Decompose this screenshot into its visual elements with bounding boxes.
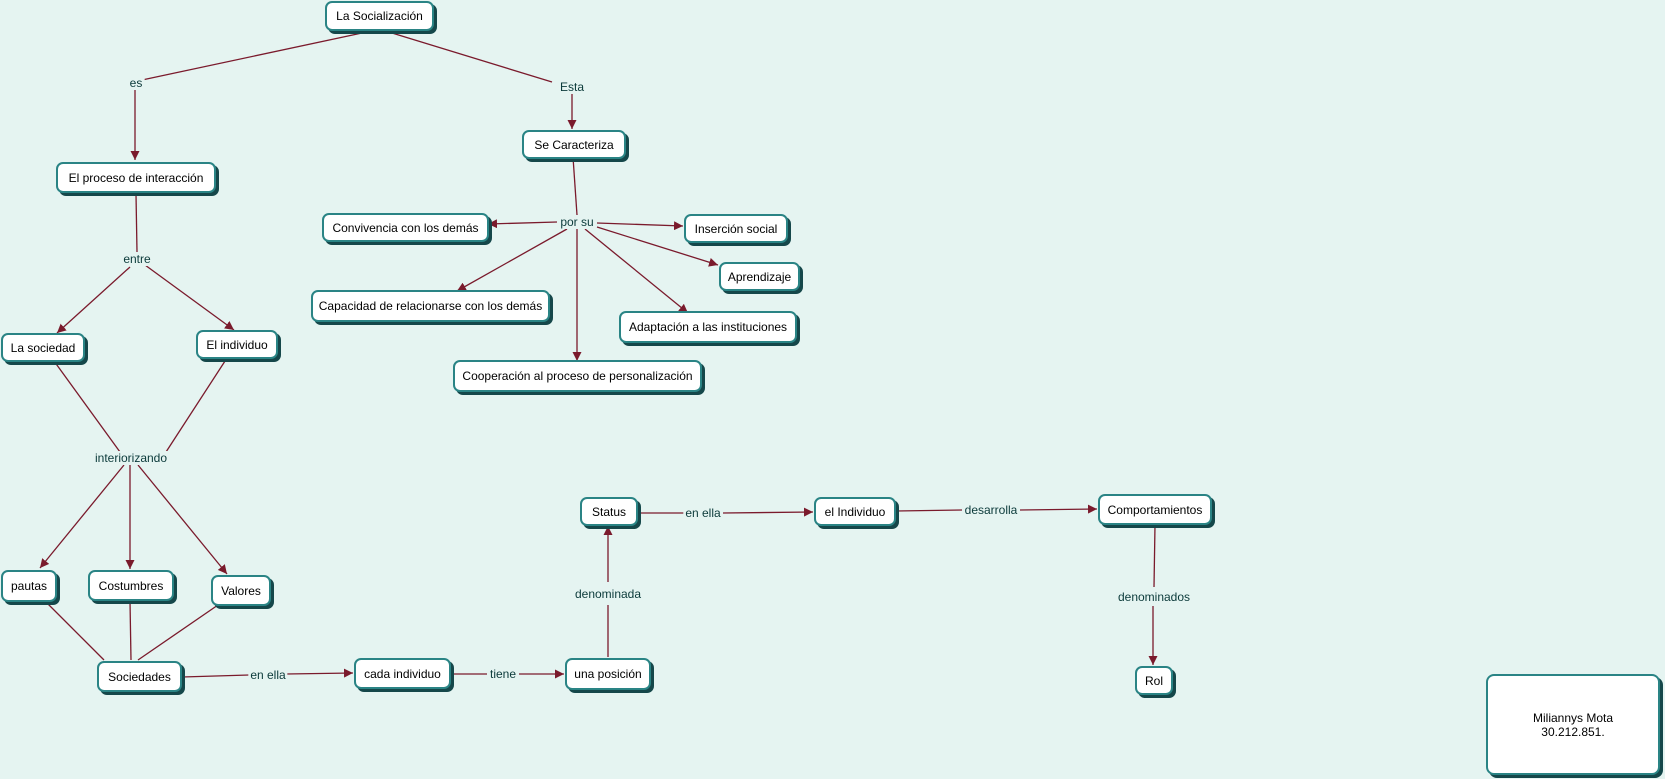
link-arrow [137,464,228,575]
concept-capacidad-de-relacionarse[interactable]: Capacidad de relacionarse con los demás [311,290,550,322]
concept-el-individuo-2[interactable]: el Individuo [814,497,896,526]
link-arrow [144,264,235,331]
concept-cooperacion[interactable]: Cooperación al proceso de personalizació… [453,360,702,392]
link-label-desarrolla[interactable]: desarrolla [962,503,1020,517]
author-name: Miliannys Mota [1532,710,1614,725]
link-label-entre[interactable]: entre [121,252,153,266]
link-line [391,32,553,83]
concept-pautas[interactable]: pautas [1,570,57,602]
concept-el-proceso-de-interaccion[interactable]: El proceso de interacción [56,162,216,193]
link-line [572,156,578,216]
concept-comportamientos[interactable]: Comportamientos [1098,494,1212,525]
concept-convivencia[interactable]: Convivencia con los demás [322,213,489,242]
link-line [44,600,105,661]
link-arrow [456,228,568,292]
concept-el-individuo[interactable]: El individuo [196,330,278,359]
link-line [141,32,363,81]
link-label-interiorizando[interactable]: interiorizando [92,451,170,465]
link-arrow [722,507,814,517]
link-line [129,600,132,661]
link-arrow [596,226,719,267]
concept-la-socializacion[interactable]: La Socialización [325,1,434,31]
concept-aprendizaje[interactable]: Aprendizaje [719,262,800,291]
link-line [1153,524,1156,588]
link-line [165,357,228,453]
link-line [137,604,219,661]
link-label-es[interactable]: es [127,76,145,90]
link-arrow [39,464,125,569]
concept-cada-individuo[interactable]: cada individuo [354,658,451,689]
link-line [53,360,121,453]
link-line [181,674,250,678]
link-arrow [56,266,131,334]
link-label-denominada[interactable]: denominada [572,587,644,601]
concept-rol[interactable]: Rol [1135,666,1173,695]
link-label-tiene[interactable]: tiene [487,667,519,681]
concept-valores[interactable]: Valores [211,575,271,606]
link-line [895,509,963,512]
link-label-en-ella-2[interactable]: en ella [683,506,723,520]
author-info-box[interactable]: Miliannys Mota 30.212.851. [1486,674,1660,775]
concept-insercion-social[interactable]: Inserción social [684,214,788,243]
concept-costumbres[interactable]: Costumbres [88,570,174,601]
link-arrow [285,668,354,678]
concept-status[interactable]: Status [580,497,638,526]
link-line [135,193,138,253]
link-label-por-su[interactable]: por su [558,215,596,229]
author-id: 30.212.851. [1541,724,1605,739]
concept-sociedades[interactable]: Sociedades [97,661,182,692]
concept-una-posicion[interactable]: una posición [565,658,651,690]
link-label-en-ella-1[interactable]: en ella [248,668,288,682]
link-arrow [596,221,684,231]
link-arrow [487,219,558,229]
link-arrow [584,228,689,314]
link-label-esta[interactable]: Esta [557,80,587,94]
link-arrow [1019,504,1098,514]
link-label-denominados[interactable]: denominados [1115,590,1193,604]
concept-adaptacion[interactable]: Adaptación a las instituciones [619,311,797,343]
concept-la-sociedad[interactable]: La sociedad [1,333,85,362]
concept-se-caracteriza[interactable]: Se Caracteriza [522,130,626,159]
